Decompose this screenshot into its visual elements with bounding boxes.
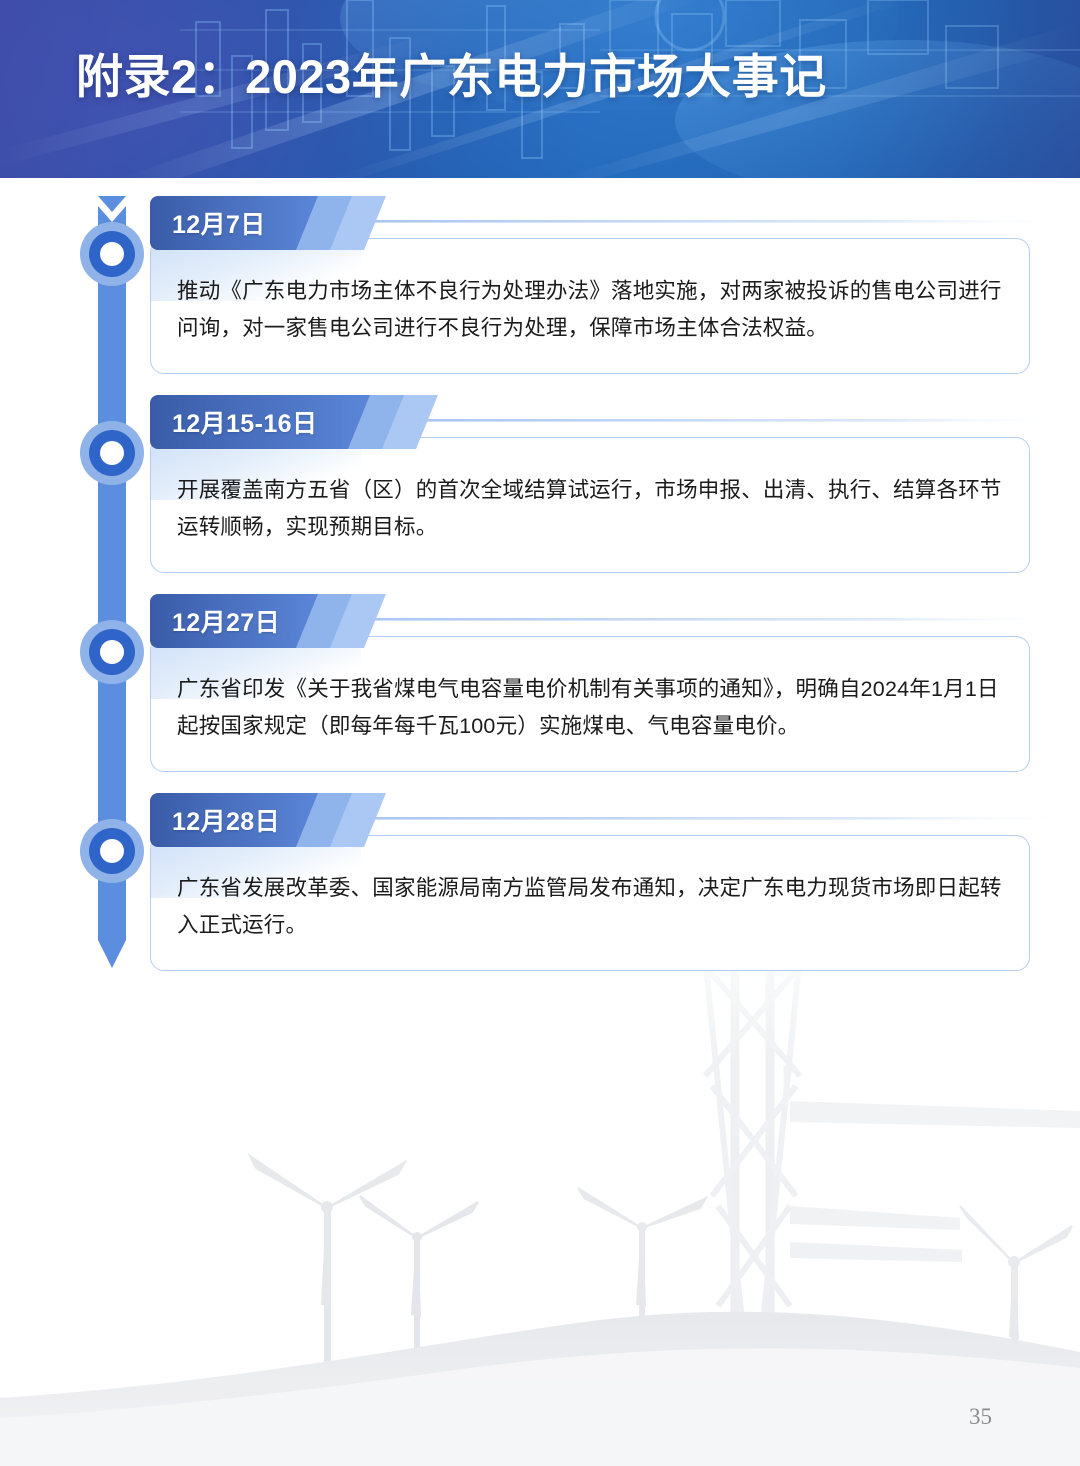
timeline-marker-icon	[78, 419, 146, 487]
timeline-date-row: 12月15-16日	[150, 394, 1080, 449]
timeline-rail	[92, 196, 132, 968]
timeline-marker-icon	[78, 618, 146, 686]
timeline-item: 12月7日 推动《广东电力市场主体不良行为处理办法》落地实施，对两家被投诉的售电…	[0, 196, 1080, 374]
timeline-body-text: 广东省印发《关于我省煤电气电容量电价机制有关事项的通知》，明确自2024年1月1…	[177, 676, 999, 738]
timeline-date-label: 12月15-16日	[172, 409, 318, 438]
date-banner-shape	[150, 792, 1080, 847]
timeline-marker-icon	[78, 817, 146, 885]
timeline-date-row: 12月28日	[150, 792, 1080, 847]
timeline-date-row: 12月27日	[150, 593, 1080, 648]
timeline-date-label: 12月28日	[172, 807, 281, 836]
timeline-item: 12月28日 广东省发展改革委、国家能源局南方监管局发布通知，决定广东电力现货市…	[0, 792, 1080, 971]
timeline-body-text: 广东省发展改革委、国家能源局南方监管局发布通知，决定广东电力现货市场即日起转入正…	[177, 875, 1002, 937]
timeline-marker-icon	[78, 220, 146, 288]
timeline-date-label: 12月27日	[172, 608, 281, 637]
timeline-item: 12月27日 广东省印发《关于我省煤电气电容量电价机制有关事项的通知》，明确自2…	[0, 593, 1080, 772]
timeline-content-card: 广东省印发《关于我省煤电气电容量电价机制有关事项的通知》，明确自2024年1月1…	[150, 635, 1030, 772]
page-header-banner: 附录2：2023年广东电力市场大事记	[0, 0, 1080, 178]
timeline-item: 12月15-16日 开展覆盖南方五省（区）的首次全域结算试运行，市场申报、出清、…	[0, 394, 1080, 573]
date-banner-shape	[150, 394, 1080, 449]
page-title: 附录2：2023年广东电力市场大事记	[76, 50, 827, 103]
timeline-date-row: 12月7日	[150, 196, 1080, 250]
page-number: 35	[969, 1404, 992, 1429]
header-decoration	[0, 0, 1080, 178]
timeline-content-card: 推动《广东电力市场主体不良行为处理办法》落地实施，对两家被投诉的售电公司进行问询…	[150, 238, 1030, 374]
date-banner-shape	[150, 593, 1080, 648]
timeline-list: 12月7日 推动《广东电力市场主体不良行为处理办法》落地实施，对两家被投诉的售电…	[0, 196, 1080, 992]
timeline-content-card: 开展覆盖南方五省（区）的首次全域结算试运行，市场申报、出清、执行、结算各环节运转…	[150, 436, 1030, 573]
timeline-body-text: 开展覆盖南方五省（区）的首次全域结算试运行，市场申报、出清、执行、结算各环节运转…	[177, 477, 1002, 539]
date-banner-shape	[150, 196, 1080, 250]
timeline-body-text: 推动《广东电力市场主体不良行为处理办法》落地实施，对两家被投诉的售电公司进行问询…	[177, 279, 1002, 340]
timeline-date-label: 12月7日	[172, 211, 266, 239]
timeline-content-card: 广东省发展改革委、国家能源局南方监管局发布通知，决定广东电力现货市场即日起转入正…	[150, 834, 1030, 971]
